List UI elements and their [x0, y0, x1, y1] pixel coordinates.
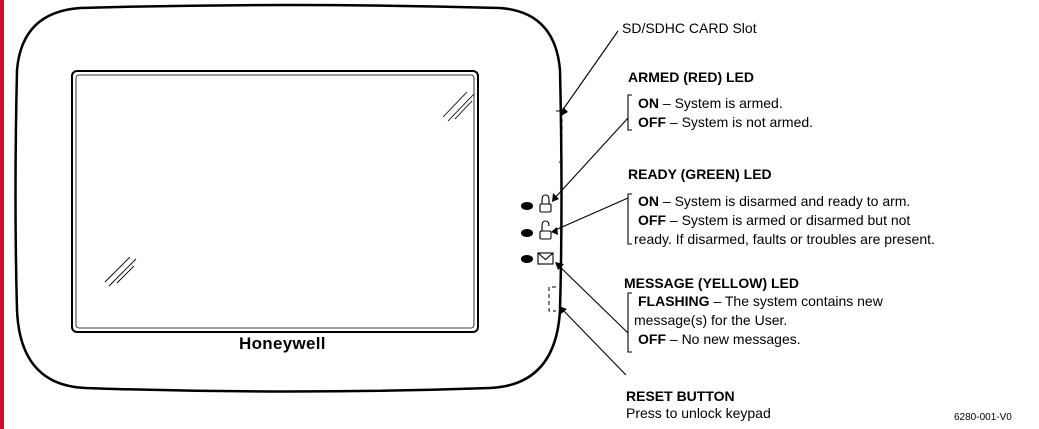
armed-led-title: ARMED (RED) LED: [628, 69, 754, 85]
state-text: – System is armed or disarmed but not: [666, 212, 911, 228]
touch-screen: [71, 70, 479, 333]
state-text: – System is not armed.: [666, 114, 814, 130]
ready-leader: [552, 197, 629, 232]
brand-logo: Honeywell: [239, 334, 326, 353]
lock-closed-icon: [539, 194, 552, 213]
envelope-icon: [537, 252, 554, 265]
screen-glare-top: [442, 91, 475, 122]
state-text: ready. If disarmed, faults or troubles a…: [634, 231, 935, 247]
touch-screen-inner: [75, 74, 475, 329]
message-led-title: MESSAGE (YELLOW) LED: [624, 275, 799, 291]
reset-leader: [559, 306, 627, 376]
state-text: message(s) for the User.: [634, 312, 788, 328]
ready-bracket: [627, 193, 632, 245]
device-bezel: [14, 3, 563, 393]
sd-slot-leader: [561, 30, 619, 112]
ready-led-title: READY (GREEN) LED: [628, 166, 772, 182]
state-text: – System is armed.: [659, 95, 783, 111]
sd-slot-title: SD/SDHC CARD Slot: [622, 20, 757, 36]
sd-slot-marker: [556, 110, 563, 163]
message-led-state-flashing: FLASHING – The system contains new: [638, 293, 883, 310]
screen-glare-bottom: [104, 256, 137, 287]
reset-button-title: RESET BUTTON: [626, 388, 735, 404]
reset-button-marker: [548, 286, 556, 312]
ready-led-state-off-continued: ready. If disarmed, faults or troubles a…: [634, 231, 935, 248]
message-bracket: [627, 292, 632, 353]
message-led-state-flashing-continued: message(s) for the User.: [634, 312, 787, 329]
reset-button-subtitle: Press to unlock keypad: [626, 405, 771, 421]
ready-led: [521, 229, 533, 237]
state-key: OFF: [638, 331, 666, 347]
state-key: OFF: [638, 212, 666, 228]
ready-led-state-off: OFF – System is armed or disarmed but no…: [638, 212, 910, 229]
leader-lines: [552, 30, 629, 376]
armed-led: [521, 202, 533, 210]
state-text: – System is disarmed and ready to arm.: [659, 193, 911, 209]
left-margin-bar: [0, 0, 4, 429]
figure-number: 6280-001-V0: [954, 412, 1012, 423]
message-leader: [555, 262, 629, 334]
leader-arrowheads: [551, 107, 568, 314]
armed-led-state-on: ON – System is armed.: [638, 95, 783, 112]
armed-bracket: [627, 94, 632, 131]
state-brackets: [627, 94, 632, 353]
state-key: ON: [638, 193, 659, 209]
armed-leader: [552, 117, 629, 201]
armed-led-state-off: OFF – System is not armed.: [638, 114, 813, 131]
state-key: OFF: [638, 114, 666, 130]
state-key: ON: [638, 95, 659, 111]
state-text: – No new messages.: [666, 331, 801, 347]
lock-open-icon: [539, 220, 552, 240]
ready-led-state-on: ON – System is disarmed and ready to arm…: [638, 193, 910, 210]
message-led-state-off: OFF – No new messages.: [638, 331, 801, 348]
state-text: – The system contains new: [709, 293, 883, 309]
message-led: [521, 255, 533, 263]
state-key: FLASHING: [638, 293, 710, 309]
